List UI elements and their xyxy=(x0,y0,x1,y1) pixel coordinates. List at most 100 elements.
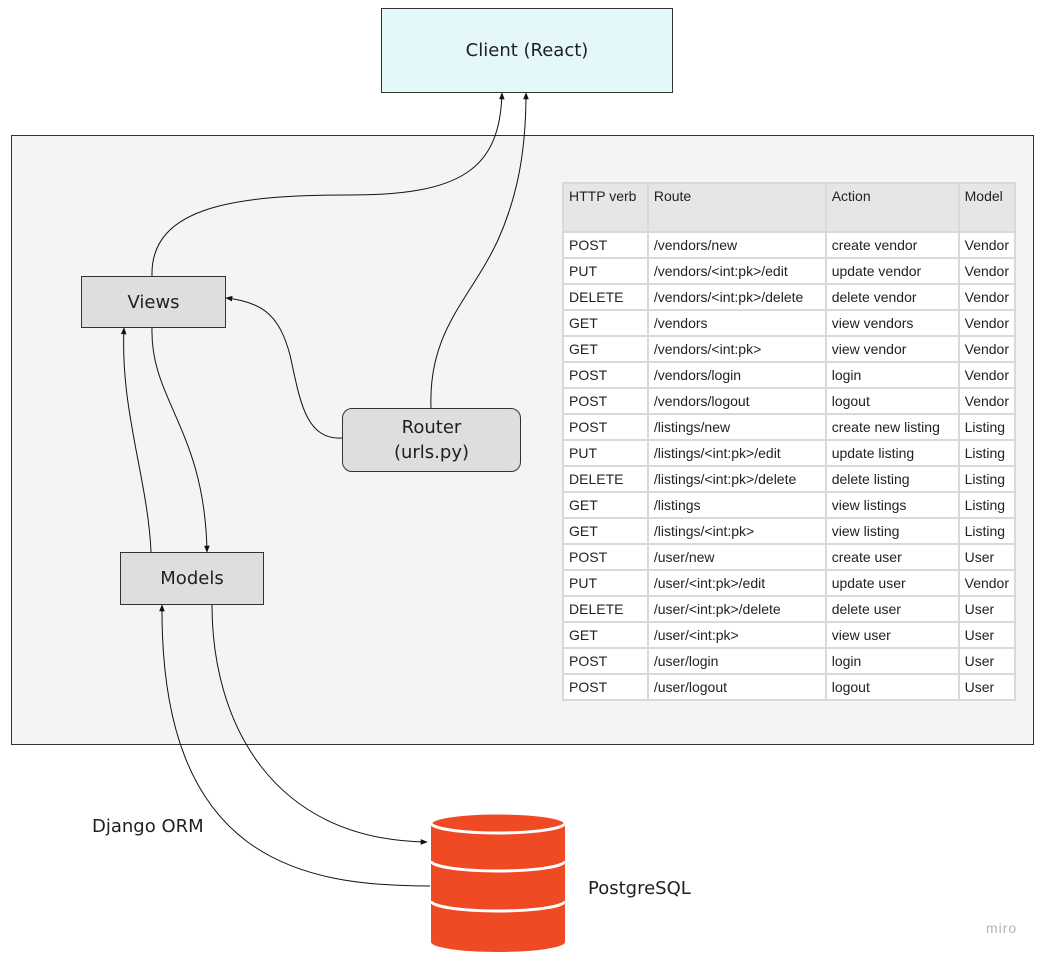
cell-route: /listings/<int:pk>/edit xyxy=(646,439,827,467)
cell-action: delete user xyxy=(824,595,960,623)
cell-route: /listings/<int:pk> xyxy=(646,517,827,545)
cell-action: update listing xyxy=(824,439,960,467)
models-node: Models xyxy=(120,552,264,605)
routes-table: HTTP verb Route Action Model POST/vendor… xyxy=(562,182,1017,701)
cell-model: Vendor xyxy=(957,283,1017,311)
cell-verb: DELETE xyxy=(562,465,649,493)
cell-route: /vendors/<int:pk>/edit xyxy=(646,257,827,285)
client-label: Client (React) xyxy=(465,40,589,61)
cell-route: /user/<int:pk>/delete xyxy=(646,595,827,623)
cell-model: Vendor xyxy=(957,569,1017,597)
cell-model: User xyxy=(957,673,1017,701)
router-label-line2: (urls.py) xyxy=(393,442,470,463)
cell-verb: GET xyxy=(562,309,649,337)
cell-model: Vendor xyxy=(957,257,1017,285)
database-icon xyxy=(429,811,567,952)
cell-action: create new listing xyxy=(824,413,960,441)
cell-model: Listing xyxy=(957,491,1017,519)
cell-action: update vendor xyxy=(824,257,960,285)
cell-action: view user xyxy=(824,621,960,649)
cell-route: /vendors/new xyxy=(646,231,827,259)
cell-action: delete listing xyxy=(824,465,960,493)
cell-model: Vendor xyxy=(957,335,1017,363)
cell-route: /user/new xyxy=(646,543,827,571)
routes-table-header: HTTP verb Route Action Model xyxy=(562,182,1017,233)
views-label: Views xyxy=(127,291,180,313)
header-action: Action xyxy=(824,182,960,233)
cell-model: User xyxy=(957,595,1017,623)
cell-verb: POST xyxy=(562,543,649,571)
cell-verb: GET xyxy=(562,621,649,649)
cell-route: /vendors/login xyxy=(646,361,827,389)
cell-model: Vendor xyxy=(957,309,1017,337)
cell-verb: DELETE xyxy=(562,283,649,311)
cell-model: User xyxy=(957,621,1017,649)
models-label: Models xyxy=(160,568,224,589)
cell-action: delete vendor xyxy=(824,283,960,311)
miro-watermark: miro xyxy=(986,920,1018,936)
orm-label: Django ORM xyxy=(92,816,204,837)
cell-action: create vendor xyxy=(824,231,960,259)
views-node: Views xyxy=(81,276,226,328)
cell-verb: PUT xyxy=(562,569,649,597)
cell-verb: GET xyxy=(562,517,649,545)
cell-model: Listing xyxy=(957,439,1017,467)
cell-verb: PUT xyxy=(562,257,649,285)
router-label-line1: Router xyxy=(401,417,462,438)
cell-action: create user xyxy=(824,543,960,571)
header-route: Route xyxy=(646,182,827,233)
database-label: PostgreSQL xyxy=(588,878,691,899)
cell-action: view vendor xyxy=(824,335,960,363)
cell-route: /user/<int:pk>/edit xyxy=(646,569,827,597)
cell-model: Vendor xyxy=(957,387,1017,415)
cell-verb: POST xyxy=(562,647,649,675)
cell-verb: DELETE xyxy=(562,595,649,623)
router-node: Router (urls.py) xyxy=(342,408,521,472)
cell-model: Listing xyxy=(957,517,1017,545)
cell-model: User xyxy=(957,647,1017,675)
cell-verb: PUT xyxy=(562,439,649,467)
cell-verb: POST xyxy=(562,387,649,415)
cell-verb: GET xyxy=(562,491,649,519)
cell-model: Listing xyxy=(957,413,1017,441)
cell-verb: POST xyxy=(562,673,649,701)
cell-action: view vendors xyxy=(824,309,960,337)
cell-route: /user/<int:pk> xyxy=(646,621,827,649)
cell-action: login xyxy=(824,361,960,389)
cell-route: /vendors xyxy=(646,309,827,337)
cell-route: /vendors/<int:pk>/delete xyxy=(646,283,827,311)
cell-action: logout xyxy=(824,673,960,701)
cell-route: /user/logout xyxy=(646,673,827,701)
cell-action: logout xyxy=(824,387,960,415)
client-node: Client (React) xyxy=(381,8,673,93)
header-http-verb: HTTP verb xyxy=(562,182,649,233)
cell-route: /user/login xyxy=(646,647,827,675)
cell-action: view listings xyxy=(824,491,960,519)
cell-model: Vendor xyxy=(957,361,1017,389)
cell-route: /vendors/<int:pk> xyxy=(646,335,827,363)
cell-model: User xyxy=(957,543,1017,571)
cell-model: Listing xyxy=(957,465,1017,493)
header-model: Model xyxy=(957,182,1017,233)
cell-verb: GET xyxy=(562,335,649,363)
cell-verb: POST xyxy=(562,231,649,259)
cell-verb: POST xyxy=(562,361,649,389)
